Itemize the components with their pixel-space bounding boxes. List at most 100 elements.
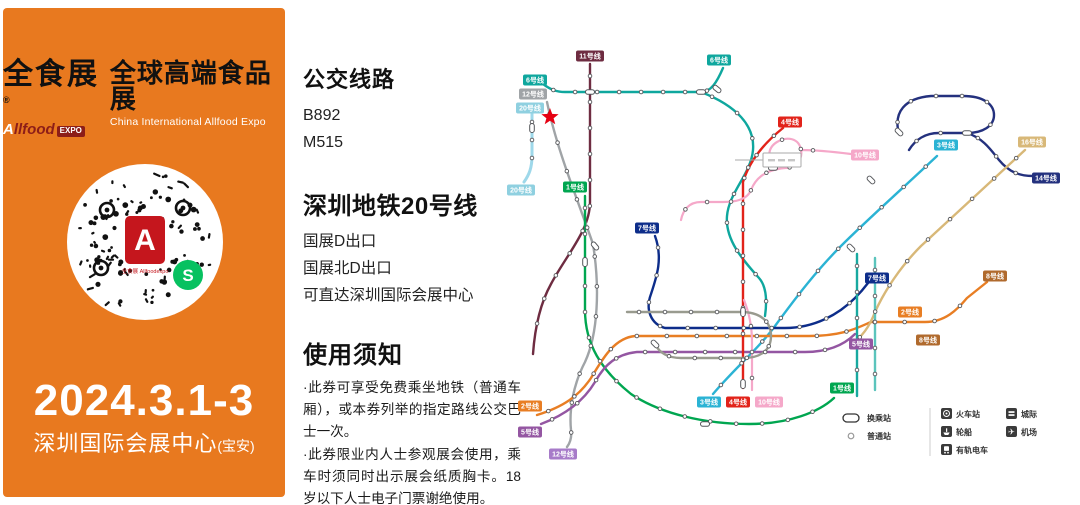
station-dot [1013, 170, 1018, 176]
station-dot [1013, 155, 1019, 161]
legend-label: 有轨电车 [956, 445, 988, 455]
line-badge-label: 8号线 [919, 336, 937, 345]
station-dot [798, 146, 804, 152]
line-badge [576, 50, 604, 62]
legend-label: 火车站 [956, 409, 980, 419]
expo-title-en: China International Allfood Expo [109, 116, 266, 128]
station-dot [792, 349, 798, 355]
interchange-station [740, 307, 746, 317]
station-dot [938, 130, 943, 136]
station-dot [814, 333, 820, 339]
line-badge-label: 7号线 [638, 224, 656, 233]
line-badge-label: 12号线 [552, 450, 574, 459]
station-dot [694, 333, 700, 339]
station-dot [740, 201, 746, 207]
station-dot [887, 283, 892, 288]
legend-label: 机场 [1021, 427, 1037, 437]
line-badge [519, 88, 547, 100]
station-dot [908, 99, 914, 104]
station-dot [666, 353, 672, 359]
callout-text-bar [778, 159, 785, 162]
line-badge-label: 6号线 [710, 56, 728, 65]
interchange-station [585, 89, 595, 95]
station-dot [984, 99, 990, 105]
station-dot [872, 309, 878, 314]
station-dot [636, 309, 642, 315]
station-dot [857, 225, 862, 231]
station-dot [760, 339, 765, 344]
station-dot [947, 216, 953, 222]
line-badge-label: 5号线 [852, 340, 870, 349]
line-badge [563, 181, 587, 193]
line-badge [1018, 136, 1046, 148]
station-dot [714, 309, 720, 315]
legend-label: 换乘站 [867, 413, 891, 423]
station-dot [642, 349, 648, 355]
svg-text:✈: ✈ [1008, 428, 1015, 437]
station-dot [991, 176, 997, 181]
station-dot [728, 199, 734, 204]
station-dot [529, 155, 535, 161]
station-dot [784, 333, 790, 339]
station-dot [748, 188, 754, 193]
station-dot [608, 346, 614, 352]
metro-line-11 [531, 62, 592, 356]
metro-line-6 [541, 66, 725, 94]
station-dot [683, 207, 688, 212]
metro-line-6b [699, 90, 768, 318]
station-dot [742, 175, 747, 181]
station-dot [762, 349, 768, 355]
legend-label: 普通站 [867, 431, 891, 441]
line-badge [983, 270, 1007, 282]
callout-text-bar [788, 159, 795, 162]
station-dot [925, 237, 931, 242]
expo-badge: EXPO [56, 126, 85, 137]
station-dot [914, 138, 919, 144]
station-dot [796, 291, 802, 297]
station-dot [988, 122, 993, 127]
line-badge [898, 306, 922, 318]
station-dot [779, 137, 785, 142]
station-dot [754, 152, 759, 158]
station-dot [895, 119, 900, 125]
legend-label: 城际 [1021, 409, 1037, 419]
station-dot [957, 303, 963, 309]
station-dot [709, 94, 715, 99]
station-dot [744, 355, 750, 361]
metro-line-3 [711, 154, 939, 396]
interchange-station [740, 379, 746, 389]
station-dot [569, 400, 575, 405]
line-badge-label: 1号线 [833, 384, 851, 393]
line-badge [851, 149, 879, 161]
station-dot [753, 271, 758, 277]
intercity-icon [1006, 408, 1017, 419]
station-dot [785, 417, 791, 423]
line-badge [507, 184, 535, 196]
callout-text-bar [768, 159, 775, 162]
interchange-station [894, 127, 904, 137]
station-dot [718, 355, 724, 361]
station-dot [764, 170, 769, 176]
station-dot [734, 248, 740, 253]
station-dot [593, 314, 599, 319]
station-dot [810, 409, 815, 414]
station-dot [975, 135, 981, 141]
station-dot [879, 205, 884, 210]
station-dot [555, 140, 560, 145]
station-dot [740, 331, 746, 337]
interchange-station [582, 257, 588, 267]
station-dot [741, 325, 746, 331]
station-dot [541, 296, 547, 301]
station-dot [904, 258, 910, 264]
station-dot [959, 93, 965, 99]
station-dot [733, 421, 739, 426]
station-dot [847, 300, 852, 306]
station-dot [646, 300, 652, 305]
station-dot [933, 93, 939, 99]
legend-station-icon [847, 432, 855, 440]
line-badge-label: 11号线 [579, 52, 600, 61]
